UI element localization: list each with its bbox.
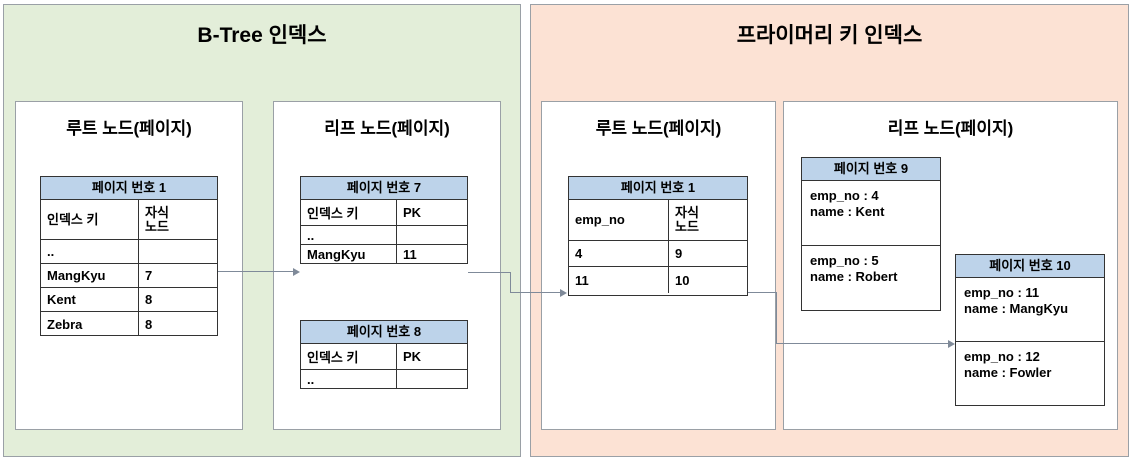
btree-page-1-r1-c0: MangKyu bbox=[41, 264, 139, 287]
btree-page-1-table: 페이지 번호 1 인덱스 키 자식 노드 .. MangKyu 7 Kent 8… bbox=[40, 176, 218, 336]
btree-root-node-title: 루트 노드(페이지) bbox=[66, 119, 192, 138]
btree-page-1-column-header-row: 인덱스 키 자식 노드 bbox=[41, 200, 217, 240]
connector-pk-root-to-leaf-h1 bbox=[748, 292, 776, 293]
btree-page-7-col-1: PK bbox=[403, 205, 422, 220]
btree-page-8-header: 페이지 번호 8 bbox=[301, 321, 467, 344]
btree-page-1-r3-c1: 8 bbox=[145, 316, 153, 332]
btree-page-1-r0-c0: .. bbox=[41, 240, 139, 263]
pk-page-10-header: 페이지 번호 10 bbox=[956, 255, 1104, 278]
btree-page-8-r0-c1 bbox=[397, 370, 467, 389]
btree-page-1-r1-c1: 7 bbox=[145, 268, 153, 283]
connector-btree-leaf-to-pk-root-h2 bbox=[510, 292, 560, 293]
btree-page-7-table: 페이지 번호 7 인덱스 키 PK .. MangKyu 11 bbox=[300, 176, 468, 264]
panel-btree-title: B-Tree 인덱스 bbox=[197, 24, 327, 47]
pk-page-10-record-0: emp_no : 11 name : MangKyu bbox=[956, 278, 1104, 342]
pk-page-1-r0-c1: 9 bbox=[675, 246, 683, 261]
btree-page-8-col-1: PK bbox=[403, 349, 422, 364]
pk-page-9-record-0: emp_no : 4 name : Kent bbox=[802, 181, 940, 246]
pk-page-10-record-1: emp_no : 12 name : Fowler bbox=[964, 349, 1052, 380]
btree-leaf-node-title: 리프 노드(페이지) bbox=[324, 119, 450, 138]
table-row: .. bbox=[301, 226, 467, 245]
btree-page-7-r0-c0: .. bbox=[301, 226, 397, 244]
btree-page-7-r1-c1: 11 bbox=[403, 247, 417, 262]
table-row: .. bbox=[41, 240, 217, 264]
btree-page-1-r0-c1 bbox=[139, 240, 217, 263]
pk-page-9-header: 페이지 번호 9 bbox=[802, 158, 940, 181]
pk-page-1-column-header-row: emp_no 자식 노드 bbox=[569, 200, 747, 241]
table-row: MangKyu 11 bbox=[301, 245, 467, 264]
table-row: Zebra 8 bbox=[41, 312, 217, 336]
pk-page-1-header: 페이지 번호 1 bbox=[569, 177, 747, 200]
btree-page-7-column-header-row: 인덱스 키 PK bbox=[301, 200, 467, 226]
btree-page-1-r3-c0: Zebra bbox=[41, 312, 139, 336]
table-row: Kent 8 bbox=[41, 288, 217, 312]
connector-btree-leaf-to-pk-root-v bbox=[510, 272, 511, 293]
connector-btree-leaf-to-pk-root-h1 bbox=[468, 272, 510, 273]
btree-page-7-r0-c1 bbox=[397, 226, 467, 244]
btree-page-8-col-0: 인덱스 키 bbox=[301, 344, 397, 369]
btree-page-1-r2-c1: 8 bbox=[145, 292, 153, 307]
table-row: MangKyu 7 bbox=[41, 264, 217, 288]
btree-page-7-r1-c0: MangKyu bbox=[301, 245, 397, 264]
btree-page-8-table: 페이지 번호 8 인덱스 키 PK .. bbox=[300, 320, 468, 389]
panel-pk-title: 프라이머리 키 인덱스 bbox=[736, 24, 923, 47]
pk-page-1-r0-c0: 4 bbox=[569, 241, 669, 266]
pk-page-1-r1-c1: 10 bbox=[675, 272, 690, 288]
pk-page-10-table: 페이지 번호 10 emp_no : 11 name : MangKyu emp… bbox=[955, 254, 1105, 406]
connector-btree-root-to-leaf bbox=[218, 271, 293, 272]
btree-page-1-r2-c0: Kent bbox=[41, 288, 139, 311]
arrowhead-btree-root-to-leaf bbox=[293, 268, 300, 276]
btree-page-7-col-0: 인덱스 키 bbox=[301, 200, 397, 225]
btree-page-1-col-1: 자식 노드 bbox=[145, 204, 169, 234]
btree-page-8-column-header-row: 인덱스 키 PK bbox=[301, 344, 467, 370]
connector-pk-root-to-leaf-h2 bbox=[776, 343, 948, 344]
connector-pk-root-to-leaf-v bbox=[776, 292, 777, 344]
pk-page-9-record-1: emp_no : 5 name : Robert bbox=[810, 253, 898, 284]
pk-root-node-title: 루트 노드(페이지) bbox=[595, 119, 722, 138]
pk-page-1-col-1: 자식 노드 bbox=[675, 205, 699, 234]
btree-page-7-header: 페이지 번호 7 bbox=[301, 177, 467, 200]
arrowhead-btree-leaf-to-pk-root bbox=[560, 289, 567, 297]
btree-page-1-col-0: 인덱스 키 bbox=[41, 200, 139, 239]
btree-page-1-header: 페이지 번호 1 bbox=[41, 177, 217, 200]
pk-leaf-node-title: 리프 노드(페이지) bbox=[887, 119, 1014, 138]
pk-page-1-col-0: emp_no bbox=[569, 200, 669, 240]
btree-page-8-r0-c0: .. bbox=[301, 370, 397, 389]
table-row: 4 9 bbox=[569, 241, 747, 267]
arrowhead-pk-root-to-leaf bbox=[948, 340, 955, 348]
pk-page-1-table: 페이지 번호 1 emp_no 자식 노드 4 9 11 10 bbox=[568, 176, 748, 296]
pk-page-9-table: 페이지 번호 9 emp_no : 4 name : Kent emp_no :… bbox=[801, 157, 941, 311]
pk-page-1-r1-c0: 11 bbox=[569, 267, 669, 293]
table-row: .. bbox=[301, 370, 467, 389]
table-row: 11 10 bbox=[569, 267, 747, 293]
